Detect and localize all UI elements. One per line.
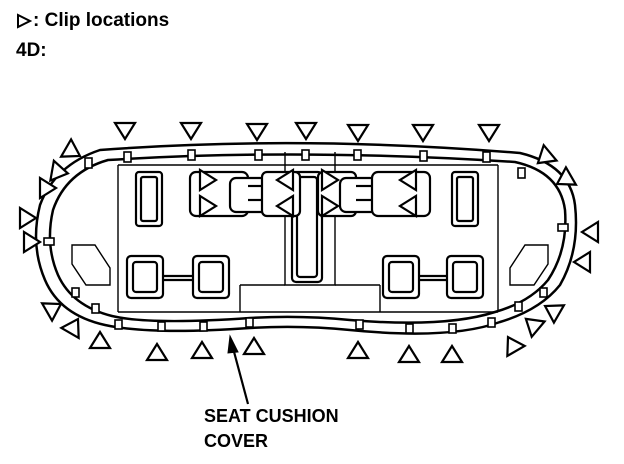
legend: : Clip locations [16, 10, 169, 32]
model-label: 4D: [16, 40, 47, 61]
center-pocket [290, 170, 324, 284]
callout-line-2: COVER [204, 431, 269, 451]
clip-nubs [43, 149, 569, 334]
callout-line-1: SEAT CUSHION [204, 406, 339, 426]
pad-blocks [125, 170, 485, 300]
clip-triangle-legend-icon [17, 13, 32, 29]
buckle-assemblies [188, 170, 432, 218]
callout-leader [227, 334, 250, 405]
frame-structure [71, 152, 549, 313]
seat-cushion-cover-label: SEAT CUSHION COVER [204, 404, 339, 454]
legend-text: : Clip locations [33, 10, 170, 31]
